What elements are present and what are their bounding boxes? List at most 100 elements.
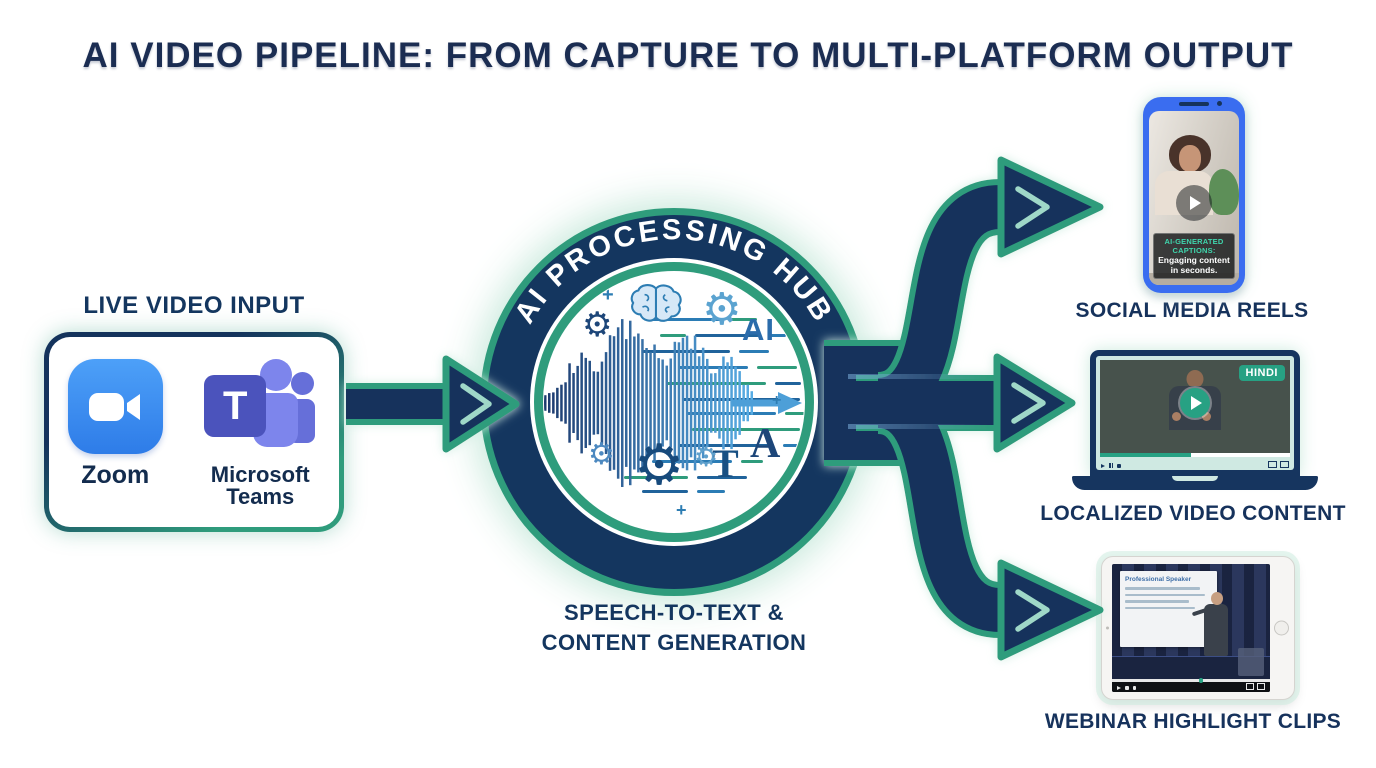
tablet-home-button: [1274, 620, 1289, 636]
gear-icon: ⚙: [582, 305, 613, 345]
stage-floor: [1112, 656, 1270, 679]
hub-artwork: AI A T ⚙ ⚙ ⚙ ⚙ ⚙ + + +: [544, 272, 804, 532]
bottom-arrowhead: [997, 559, 1104, 661]
hub-caption: SPEECH-TO-TEXT & CONTENT GENERATION: [494, 598, 854, 657]
slide-title: Professional Speaker: [1125, 576, 1192, 583]
gear-icon: ⚙: [694, 442, 719, 473]
slide-text-line: [1125, 600, 1190, 603]
tablet-player-bar: [1112, 678, 1270, 692]
language-badge: HINDI: [1238, 365, 1285, 381]
hub-letter-a: A: [750, 421, 781, 467]
text-line-dash: [660, 334, 686, 338]
svg-text:AI PROCESSING HUB: AI PROCESSING HUB: [509, 214, 840, 329]
band-streak: [848, 424, 988, 429]
text-line-dash: [785, 412, 804, 416]
zoom-video-icon: [67, 359, 163, 454]
laptop-video: HINDI: [1100, 360, 1290, 457]
source-zoom-label: Zoom: [81, 461, 150, 489]
hub-caption-line1: SPEECH-TO-TEXT &: [564, 600, 784, 625]
text-line-dash: [757, 366, 797, 370]
text-line-dash: [768, 334, 786, 338]
teams-t-square: T: [204, 375, 267, 437]
microsoft-teams-icon: T: [204, 359, 316, 455]
phone-notch: [1179, 102, 1209, 106]
branch-outlines: [856, 179, 1004, 638]
text-line-dash: [783, 444, 804, 448]
hub-letter-t: T: [712, 441, 739, 486]
input-section-heading: LIVE VIDEO INPUT: [83, 292, 305, 319]
hub-ring-label: AI PROCESSING HUB: [509, 214, 837, 329]
text-line-dash: [697, 490, 725, 494]
tablet-mockup: Professional Speaker: [1101, 556, 1295, 700]
laptop-bezel: HINDI: [1096, 356, 1294, 470]
text-line-dash: [642, 490, 688, 494]
pip-icon: [1268, 461, 1277, 468]
phone-screen: AI-GENERATED CAPTIONS: Engaging content …: [1149, 111, 1239, 285]
tablet-screen: Professional Speaker: [1112, 564, 1270, 692]
waveform-arrow-icon: [732, 392, 802, 414]
tablet-player-controls: [1117, 686, 1136, 690]
band-streak: [848, 374, 988, 379]
player-controls: [1101, 463, 1122, 468]
text-line-dash: [697, 476, 747, 480]
phone-camera-dot: [1217, 101, 1222, 106]
input-box-inner: Zoom T Microsoft Teams: [49, 337, 339, 527]
gear-icon: ⚙: [588, 437, 615, 472]
output-label-webinar-clips: WEBINAR HIGHLIGHT CLIPS: [1044, 710, 1342, 733]
play-icon: [1117, 686, 1121, 690]
reel-caption-box: AI-GENERATED CAPTIONS: Engaging content …: [1153, 232, 1235, 279]
fullscreen-icon: [1257, 683, 1265, 690]
tablet-right-controls: [1246, 683, 1265, 690]
skip-icon: [1125, 686, 1129, 690]
teams-person-small-head: [291, 372, 315, 395]
speaker-head: [1211, 592, 1223, 605]
sparkle-icon: +: [676, 500, 687, 520]
sparkle-icon: +: [772, 392, 782, 409]
pause-icon: [1109, 463, 1114, 468]
reel-plant: [1209, 169, 1239, 215]
pip-icon: [1246, 683, 1254, 690]
volume-icon: [1132, 686, 1136, 690]
audio-waveform: [544, 319, 753, 487]
play-button-icon: [1176, 185, 1212, 221]
brain-icon: [630, 284, 682, 322]
hub-caption-line2: CONTENT GENERATION: [541, 629, 807, 655]
middle-arrowhead: [993, 353, 1076, 453]
play-triangle: [1191, 395, 1202, 410]
reel-caption-title: AI-GENERATED CAPTIONS:: [1164, 236, 1224, 255]
live-video-input-box: Zoom T Microsoft Teams: [44, 332, 344, 532]
text-line-dash: [741, 460, 763, 464]
output-label-localized-video: LOCALIZED VIDEO CONTENT: [1040, 502, 1346, 525]
sparkle-icon: +: [602, 284, 614, 306]
source-teams: T Microsoft Teams: [200, 359, 320, 509]
hub-curved-title: AI PROCESSING HUB: [509, 214, 840, 329]
phone-mockup: AI-GENERATED CAPTIONS: Engaging content …: [1143, 97, 1245, 293]
gear-icon: ⚙: [702, 284, 742, 335]
presenter-hand: [1202, 412, 1211, 421]
video-camera-glyph: [89, 392, 141, 421]
replay-icon: [1117, 463, 1122, 468]
reel-caption-body: Engaging content in seconds.: [1158, 254, 1230, 275]
play-button-icon: [1180, 387, 1210, 418]
text-line-dash: [695, 334, 759, 338]
play-icon: [1101, 463, 1105, 468]
text-line-dash: [692, 428, 800, 432]
text-line-dash: [652, 460, 732, 464]
text-line-dash: [652, 318, 722, 322]
presenter-head: [1186, 370, 1204, 388]
play-triangle: [1190, 196, 1201, 210]
source-zoom: Zoom: [67, 359, 163, 489]
laptop-base: [1072, 476, 1318, 490]
tablet-progress-dot: [1198, 678, 1204, 683]
text-line-dash: [624, 476, 688, 480]
fullscreen-icon: [1280, 461, 1289, 468]
hub-letter-ai: AI: [742, 312, 775, 347]
laptop-mockup: HINDI: [1090, 350, 1300, 476]
slide-text-line: [1125, 593, 1206, 596]
source-teams-label: Microsoft Teams: [210, 462, 310, 510]
text-line-dash: [678, 366, 748, 370]
player-right-controls: [1268, 461, 1289, 468]
branch-cores: [856, 185, 1003, 632]
presenter-hand: [1172, 412, 1181, 421]
